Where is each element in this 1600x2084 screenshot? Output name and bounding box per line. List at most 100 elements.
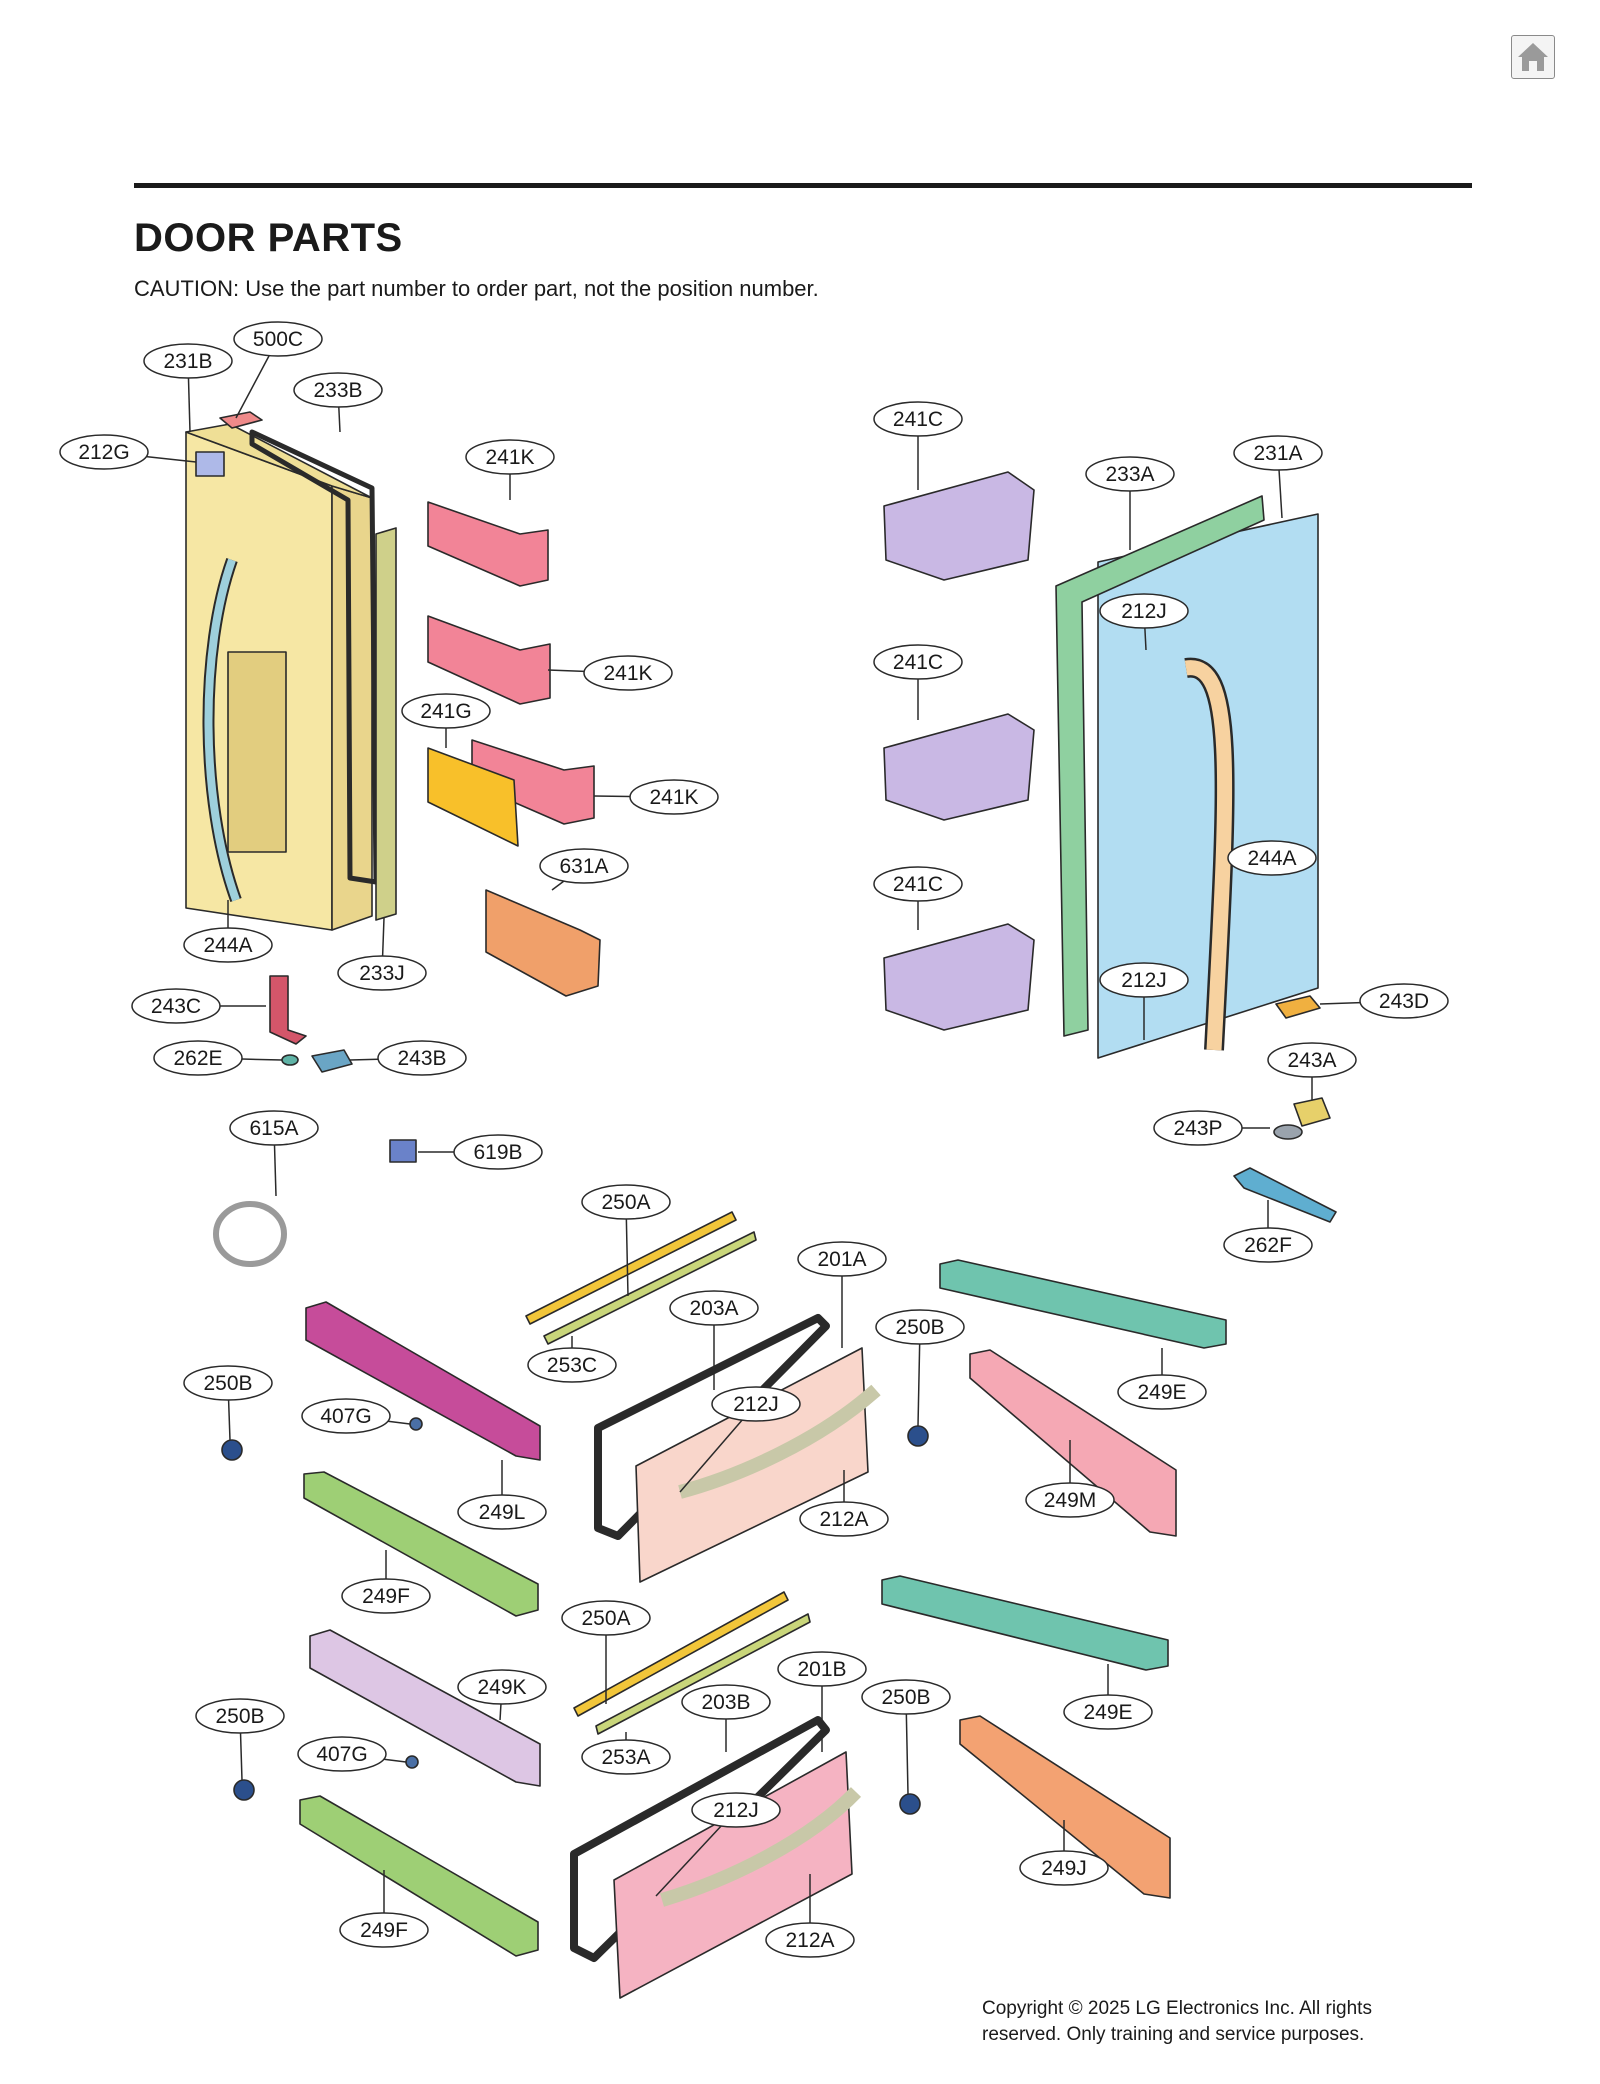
callout-619b: 619B	[418, 1134, 543, 1170]
callout-249j: 249J	[1019, 1820, 1109, 1886]
callout-249k: 249K	[457, 1669, 547, 1721]
callout-label: 241G	[420, 700, 471, 723]
callout-201a: 201A	[797, 1241, 887, 1348]
callout-500c: 500C	[233, 321, 323, 419]
callout-249e: 249E	[1117, 1348, 1207, 1410]
callout-262e: 262E	[153, 1040, 283, 1076]
leader-line	[146, 455, 197, 463]
home-button[interactable]	[1511, 35, 1555, 79]
callout-253a: 253A	[581, 1732, 671, 1775]
callout-bubble	[875, 1309, 965, 1345]
callout-label: 212J	[1121, 600, 1167, 623]
callout-label: 250A	[601, 1191, 650, 1214]
callout-label: 241K	[649, 786, 698, 809]
lid-500c	[219, 411, 263, 429]
valve-619b	[389, 1139, 417, 1163]
callout-bubble	[1117, 1374, 1207, 1410]
callout-203a: 203A	[669, 1290, 759, 1390]
callout-bubble	[1019, 1850, 1109, 1886]
callout-label: 250B	[881, 1686, 930, 1709]
callout-bubble	[453, 1134, 543, 1170]
bin-631a	[485, 889, 601, 997]
dispenser-recess	[227, 651, 287, 853]
callout-bubble	[691, 1792, 781, 1828]
leader-line	[239, 1732, 243, 1781]
leader-line	[917, 1343, 921, 1427]
bushing-243p	[1273, 1124, 1303, 1140]
callout-label: 201A	[817, 1248, 866, 1271]
callout-615a: 615A	[229, 1110, 319, 1197]
callout-212j: 212J	[679, 1386, 801, 1493]
rail-249m	[969, 1349, 1177, 1537]
callout-201b: 201B	[777, 1651, 867, 1752]
callout-bubble	[539, 848, 629, 884]
callout-243c: 243C	[131, 988, 266, 1024]
callout-243p: 243P	[1153, 1110, 1270, 1146]
callout-212a: 212A	[799, 1470, 889, 1537]
callout-bubble	[1227, 840, 1317, 876]
callout-bubble	[1099, 962, 1189, 998]
callout-241c: 241C	[873, 644, 963, 720]
callout-label: 249F	[362, 1585, 410, 1608]
callout-label: 407G	[320, 1405, 371, 1428]
callout-bubble	[711, 1386, 801, 1422]
callout-label: 250A	[581, 1607, 630, 1630]
bin-241c-1	[883, 471, 1035, 581]
callout-bubble	[681, 1684, 771, 1720]
callout-bubble	[401, 693, 491, 729]
leader-line	[655, 1825, 722, 1897]
callout-label: 249E	[1137, 1381, 1186, 1404]
callout-250a: 250A	[561, 1600, 651, 1704]
callout-bubble	[1085, 456, 1175, 492]
callout-233b: 233B	[293, 372, 383, 433]
callout-212a: 212A	[765, 1874, 855, 1958]
leader-line	[387, 1420, 411, 1425]
callout-label: 233B	[313, 379, 362, 402]
callout-249e: 249E	[1063, 1664, 1153, 1730]
callout-label: 619B	[473, 1141, 522, 1164]
callout-bubble	[297, 1736, 387, 1772]
callout-bubble	[581, 1184, 671, 1220]
callout-bubble	[293, 372, 383, 408]
leader-line	[383, 1758, 407, 1763]
rail-249l	[305, 1301, 541, 1461]
callout-bubble	[669, 1290, 759, 1326]
leader-line	[187, 377, 191, 433]
hinge-243d	[1275, 995, 1321, 1019]
leader-line	[551, 880, 565, 891]
leader-line	[241, 1058, 283, 1061]
callout-label: 212J	[733, 1393, 779, 1416]
rail-249e-lower	[881, 1575, 1169, 1671]
callout-bubble	[131, 988, 221, 1024]
drawer-handle-upper	[678, 1384, 881, 1499]
callout-bubble	[183, 927, 273, 963]
callout-bubble	[341, 1578, 431, 1614]
callout-label: 249M	[1044, 1489, 1097, 1512]
callout-label: 631A	[559, 855, 608, 878]
washer-262e	[281, 1054, 299, 1066]
leader-line	[227, 1399, 231, 1441]
leader-line	[1278, 469, 1283, 519]
leader-line	[235, 355, 270, 419]
wrench-262f	[1233, 1167, 1337, 1223]
callout-bubble	[337, 955, 427, 991]
callout-label: 500C	[253, 328, 303, 351]
callout-label: 212G	[78, 441, 129, 464]
callout-bubble	[873, 644, 963, 680]
rail-249k	[309, 1629, 541, 1787]
callout-249f: 249F	[339, 1870, 429, 1948]
callout-bubble	[233, 321, 323, 357]
rail-249f-upper	[303, 1471, 539, 1617]
callout-bubble	[1025, 1482, 1115, 1518]
callout-250b: 250B	[861, 1679, 951, 1795]
callout-label: 253C	[547, 1354, 597, 1377]
callout-bubble	[629, 779, 719, 815]
hinge-243b	[311, 1049, 353, 1073]
callout-bubble	[581, 1739, 671, 1775]
callout-bubble	[527, 1347, 617, 1383]
callout-label: 250B	[203, 1372, 252, 1395]
callout-407g: 407G	[301, 1398, 411, 1434]
callout-bubble	[583, 655, 673, 691]
roller-250b-3	[233, 1779, 255, 1801]
callout-label: 249L	[479, 1501, 526, 1524]
